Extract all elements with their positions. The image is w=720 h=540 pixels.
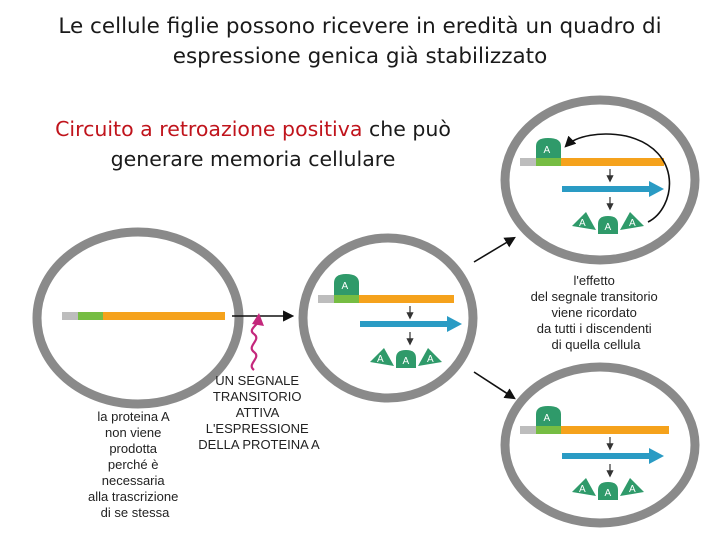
protein-a-bound-label: A [544,145,551,156]
mrna-daughter-bottom-arrowhead [649,448,664,464]
protein-a-bound-shape [334,274,359,295]
cell-daughter-top: A A A A [500,95,700,265]
transient-signal-wave [250,321,259,371]
gene-daughter-bottom-upstream [520,426,536,434]
mrna-activated-strand [360,321,450,327]
memory-label-line: del segnale transitorio [531,289,658,304]
memory-label: l'effetto del segnale transitorio viene … [531,273,662,352]
protein-not-produced-line: la proteina A [97,409,170,424]
protein-a-free-label: A [377,354,384,365]
protein-not-produced-line: di se stessa [101,505,170,520]
slide-subtitle-line-1: Circuito a retroazione positiva che può [18,114,488,144]
proteins-a-free-activated: A A A [370,348,442,368]
protein-a-bound-shape [536,138,561,158]
mrna-daughter-top-arrowhead [649,181,664,197]
protein-not-produced-label: la proteina A non viene prodotta perché … [88,409,182,520]
protein-not-produced-line: non viene [105,425,161,440]
protein-a-free [620,212,644,230]
gene-activated-upstream [318,295,334,303]
gene-daughter-top-coding [561,158,664,166]
protein-a-bound-shape [536,406,561,426]
protein-not-produced-line: necessaria [102,473,166,488]
protein-a-free-label: A [605,222,612,233]
protein-a-bound-daughter-top: A [536,138,561,158]
feedback-loop-arrow [564,133,671,223]
gene-activated-promoter [334,295,359,303]
gene-activated-coding [359,295,454,303]
cell-daughter-bottom: A A A A [500,362,700,528]
arrow-activated-to-daughter-top [473,236,516,263]
gene-daughter-top [520,158,664,166]
protein-a-free-label: A [579,484,586,495]
transient-signal-arrowhead [252,313,264,326]
memory-label-line: di quella cellula [552,337,642,352]
mrna-activated-arrowhead [447,316,462,332]
protein-a-bound-label: A [544,413,551,424]
slide-title-line-1: Le cellule figlie possono ricevere in er… [58,14,662,39]
gene-daughter-bottom-promoter [536,426,561,434]
signal-label: UN SEGNALE TRANSITORIO ATTIVA L'ESPRESSI… [198,373,320,452]
protein-not-produced-line: perché è [108,457,159,472]
cell-activated: A A A A [298,233,478,403]
gene-initial [62,312,225,320]
protein-a-free [396,350,416,368]
gene-daughter-top-upstream [520,158,536,166]
slide-subtitle: Circuito a retroazione positiva che può … [18,114,488,174]
cell-daughter-bottom-membrane [500,362,700,528]
gene-daughter-bottom-coding [561,426,669,434]
gene-initial-coding [103,312,225,320]
protein-a-free [620,478,644,496]
cell-initial [32,227,244,409]
protein-a-free-label: A [605,488,612,499]
protein-not-produced-line: prodotta [109,441,157,456]
proteins-a-free-daughter-top: A A A [572,212,644,234]
protein-a-free [598,482,618,500]
protein-a-free [572,212,596,230]
gene-initial-promoter [78,312,103,320]
protein-a-free [370,348,394,366]
mrna-daughter-top [562,181,664,197]
protein-a-free-label: A [629,484,636,495]
protein-a-bound-activated: A [334,274,359,295]
gene-initial-upstream [62,312,78,320]
arrow-activated-to-daughter-bottom [473,371,516,400]
memory-label-line: da tutti i discendenti [537,321,652,336]
signal-label-line: L'ESPRESSIONE [206,421,309,436]
subtitle-rest: che può [362,117,451,141]
mrna-daughter-bottom-strand [562,453,652,459]
signal-label-line: DELLA PROTEINA A [198,437,320,452]
mrna-daughter-bottom [562,448,664,464]
protein-a-free-label: A [403,356,410,367]
protein-a-bound-daughter-bottom: A [536,406,561,426]
protein-a-free [418,348,442,366]
proteins-a-free-daughter-bottom: A A A [572,478,644,500]
mrna-activated [360,316,462,332]
protein-a-free [598,216,618,234]
subtitle-highlight: Circuito a retroazione positiva [55,117,363,141]
slide-title-line-2: espressione genica già stabilizzato [172,44,548,69]
gene-daughter-top-promoter [536,158,561,166]
signal-label-line: ATTIVA [236,405,280,420]
protein-not-produced-line: alla trascrizione [88,489,178,504]
gene-activated [318,295,454,303]
signal-label-line: TRANSITORIO [213,389,302,404]
gene-daughter-bottom [520,426,669,434]
memory-label-line: l'effetto [574,273,615,288]
slide-title: Le cellule figlie possono ricevere in er… [0,12,720,72]
protein-a-free-label: A [579,218,586,229]
mrna-daughter-top-strand [562,186,652,192]
protein-a-bound-label: A [342,281,349,292]
protein-a-free-label: A [629,218,636,229]
memory-label-line: viene ricordato [552,305,637,320]
signal-label-line: UN SEGNALE [215,373,299,388]
protein-a-free-label: A [427,354,434,365]
cell-daughter-top-membrane [500,95,700,265]
slide-subtitle-line-2: generare memoria cellulare [110,147,396,171]
protein-a-free [572,478,596,496]
